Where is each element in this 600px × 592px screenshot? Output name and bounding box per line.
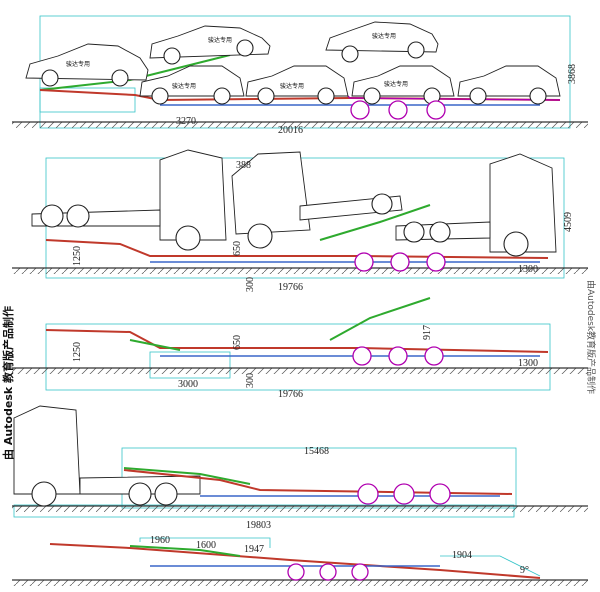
view-4-tractor	[13, 405, 201, 507]
view-1-car-2	[149, 25, 271, 65]
view-4-dim-15468: 15468	[304, 446, 329, 457]
view-3-upper-ramp	[329, 297, 431, 341]
view-2-ground-hatch	[12, 268, 588, 274]
view-2-dim-1300: 1300	[518, 264, 538, 275]
view-5-dim-1960: 1960	[150, 535, 170, 546]
watermark-right: 由Autodesk教育版产品制作	[585, 280, 597, 394]
view-3-dim-box	[149, 351, 231, 379]
view-5-lower-deck	[49, 543, 541, 579]
view-1-plate-5: 骏达专用	[280, 82, 304, 90]
view-5-axle-3	[351, 563, 369, 581]
view-1-car-5	[245, 65, 349, 105]
view-1-plate-3: 骏达专用	[372, 32, 396, 40]
view-1: 骏达专用 骏达专用 骏达专用 骏达专用 骏达专用 骏达专用 3868 3270 …	[12, 15, 588, 136]
view-1-plate-1: 骏达专用	[66, 60, 90, 68]
view-5-dim-1600: 1600	[196, 540, 216, 551]
view-1-car-3	[325, 21, 439, 63]
view-3-dim-3000: 3000	[178, 379, 198, 390]
view-1-car-6	[351, 65, 455, 105]
view-5-dim-frame	[139, 537, 271, 548]
view-2-dim-650: 650	[232, 241, 243, 256]
view-3-ground-hatch	[12, 368, 588, 374]
view-2-axle-1	[354, 252, 374, 272]
view-2-dim-388: 388	[236, 160, 251, 171]
view-2-upper-ramp	[319, 204, 431, 241]
view-3-dim-917: 917	[422, 325, 433, 340]
view-3-dim-300: 300	[245, 373, 256, 388]
view-1-car-4	[139, 65, 245, 105]
view-2-tractor-3	[395, 153, 557, 257]
view-3-dim-1300: 1300	[518, 358, 538, 369]
view-4-lower-deck	[123, 469, 513, 495]
view-3-dim-650: 650	[232, 335, 243, 350]
view-4-ground-hatch	[12, 506, 588, 512]
view-2-lower-deck	[45, 239, 549, 259]
view-2-dim-height: 4509	[563, 212, 574, 232]
view-4-axle-3	[429, 483, 451, 505]
view-1-car-1	[25, 43, 149, 87]
view-3-dim-length: 19766	[278, 389, 303, 400]
view-3: 1250 650 917 3000 300 1300 19766	[12, 297, 588, 400]
view-1-axle-2	[388, 100, 408, 120]
view-3-dim-1250: 1250	[72, 342, 83, 362]
view-2-dim-length: 19766	[278, 282, 303, 293]
view-4-upper-deck	[123, 467, 251, 485]
view-5-dim-1904: 1904	[452, 550, 472, 561]
view-5-ground-hatch	[12, 580, 588, 586]
view-3-axle-1	[352, 346, 372, 366]
view-2-dim-1250: 1250	[72, 246, 83, 266]
view-1-ground-hatch	[12, 122, 588, 128]
view-1-dim-height: 3868	[567, 64, 578, 84]
view-2-axle-2	[390, 252, 410, 272]
view-1-plate-2: 骏达专用	[208, 36, 232, 44]
view-4: 15468 19803	[12, 405, 588, 531]
view-1-axle-3	[426, 100, 446, 120]
view-1-upper-deck	[39, 54, 231, 91]
view-3-lower-deck	[45, 329, 549, 353]
view-3-axle-3	[424, 346, 444, 366]
view-3-axle-2	[388, 346, 408, 366]
view-4-axle-1	[357, 483, 379, 505]
view-1-axle-1	[350, 100, 370, 120]
view-3-front-ramp	[129, 339, 181, 351]
watermark-left: 由 Autodesk 教育版产品制作	[1, 306, 15, 460]
view-2: 388 4509 1250 650 300 19766 1300	[12, 149, 588, 293]
view-3-dim-frame	[45, 323, 551, 391]
view-2-tractor-2	[231, 151, 403, 249]
view-5-axle-2	[319, 563, 337, 581]
view-5-upper-deck	[129, 545, 241, 557]
view-4-axle-2	[393, 483, 415, 505]
view-1-dim-length: 20016	[278, 125, 303, 136]
view-1-plate-6: 骏达专用	[384, 80, 408, 88]
view-4-dim-length: 19803	[246, 520, 271, 531]
view-5: 1960 1600 1947 1904 9°	[12, 535, 588, 586]
view-5-dim-angle: 9°	[520, 565, 529, 576]
view-2-tractor-1	[31, 149, 227, 251]
view-2-dim-300: 300	[245, 277, 256, 292]
view-5-ramp-dim-frame	[440, 555, 541, 577]
view-1-car-7	[457, 65, 561, 105]
view-1-plate-4: 骏达专用	[172, 82, 196, 90]
view-2-axle-3	[426, 252, 446, 272]
view-1-dim-3270: 3270	[176, 116, 196, 127]
view-5-dim-1947: 1947	[244, 544, 264, 555]
view-5-axle-1	[287, 563, 305, 581]
view-1-dim-box	[39, 87, 136, 113]
